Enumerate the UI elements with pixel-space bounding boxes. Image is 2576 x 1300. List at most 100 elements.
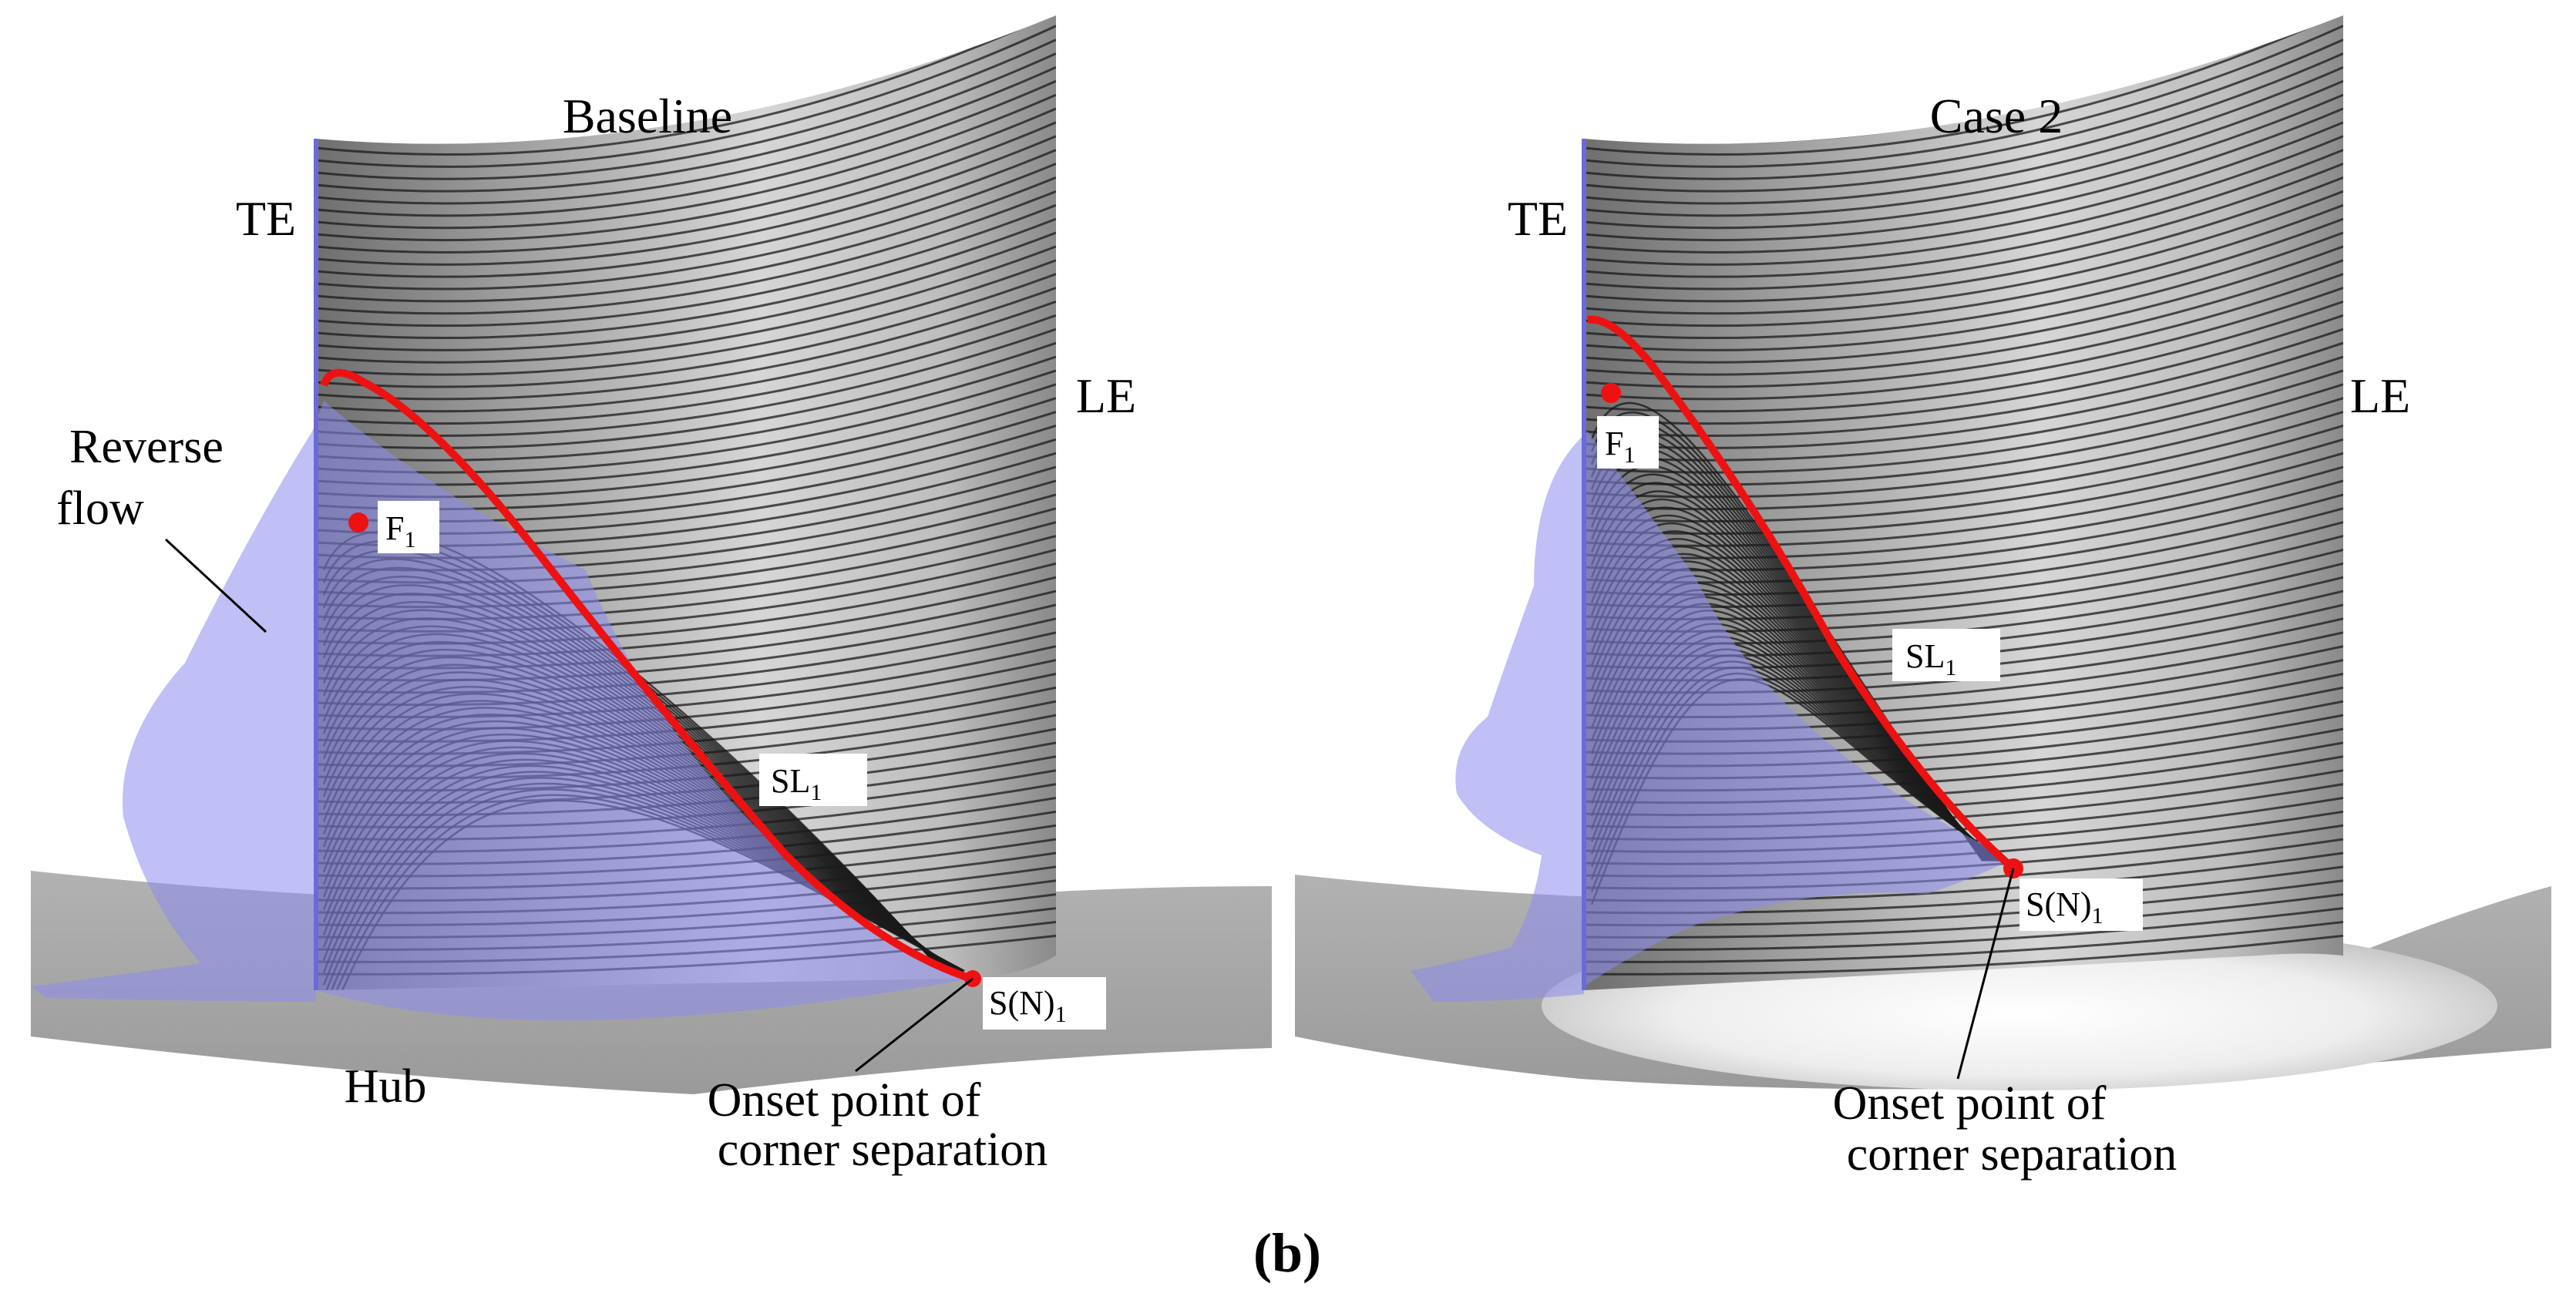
panel-title: Baseline [563,89,732,143]
streamline [316,301,1056,413]
streamline [1584,425,2343,523]
streamline [316,203,1056,328]
svg-text:SL1: SL1 [1905,637,1956,680]
svg-text:SL1: SL1 [771,762,822,805]
separation-line-label-box: SL1 [759,754,867,806]
streamline [316,328,1056,437]
streamline [1584,328,2343,437]
streamline [316,245,1056,364]
streamline [1584,93,2343,230]
streamline [1584,190,2343,315]
streamline [1584,452,2343,547]
streamline [1584,369,2343,474]
streamline [1584,920,2343,963]
streamline [1584,438,2343,535]
streamline [1584,149,2343,278]
streamline [316,190,1056,315]
svg-text:S(N)1: S(N)1 [989,984,1067,1027]
saddle-label-box: S(N)1 [2019,878,2143,931]
streamline [1584,203,2343,328]
focus-label-box: F1 [378,501,439,553]
reverse-flow-leader [164,538,267,633]
streamline [316,273,1056,388]
panel-title: Case 2 [1930,89,2063,143]
streamline [316,52,1056,193]
streamline [1584,934,2343,976]
streamline [1584,287,2343,401]
separation-line [1587,315,2015,870]
streamline [1584,176,2343,303]
streamline [316,149,1056,278]
reverse-flow-label: Reverse [69,421,224,473]
te-label: TE [1508,191,1568,246]
streamline [316,259,1056,376]
figure-caption: (b) [1253,1222,1321,1284]
focus-point [1601,383,1621,403]
streamline [1584,245,2343,364]
focus-label-box: F1 [1597,416,1659,469]
streamline [1584,273,2343,388]
svg-text:S(N)1: S(N)1 [2026,885,2104,929]
streamline [1584,66,2343,205]
streamline [316,66,1056,205]
svg-text:F1: F1 [385,509,415,553]
te-label: TE [236,191,296,246]
streamline [1584,479,2343,572]
streamline [1584,107,2343,242]
streamline [316,287,1056,401]
streamline [316,25,1056,168]
streamline [1584,465,2343,559]
streamline [1584,893,2343,939]
reverse-flow-region [1411,324,2004,1002]
streamline [1584,259,2343,376]
onset-label-line2: corner separation [718,1124,1048,1176]
streamline [316,217,1056,339]
streamline [1584,121,2343,254]
streamline [1584,301,2343,413]
hub-label: Hub [345,1060,427,1113]
streamline [1584,135,2343,266]
separation-line [320,368,973,983]
streamline [316,341,1056,449]
separation-line-label-box: SL1 [1892,629,2000,681]
streamline [316,79,1056,217]
svg-text:F1: F1 [1605,425,1635,468]
streamline [316,15,1056,156]
streamline [316,163,1056,291]
streamline [1584,39,2343,180]
streamline [1584,25,2343,168]
streamline [1584,231,2343,351]
streamline [1584,383,2343,486]
le-label: LE [1076,368,1136,423]
saddle-label-box: S(N)1 [983,977,1106,1030]
streamline [1584,79,2343,217]
streamline [316,39,1056,180]
onset-leader [855,977,974,1073]
streamline [1584,163,2343,291]
panel-case2: Case 2 TE LE F1 SL1 S(N)1 Onset point of… [1295,15,2551,1181]
focus-point [348,512,368,532]
streamline [316,231,1056,351]
streamline [316,93,1056,230]
streamline [316,355,1056,462]
reverse-flow-label-2: flow [56,482,144,535]
panel-baseline: Baseline TE LE Reverse flow F1 SL1 S(N)1… [31,15,1272,1176]
streamline [316,369,1056,474]
streamline [316,121,1056,254]
streamline [1584,341,2343,449]
streamline [316,135,1056,266]
streamline [1584,217,2343,339]
streamline [316,107,1056,242]
onset-leader [1956,868,2015,1080]
streamline [1584,355,2343,462]
streamline [316,176,1056,303]
streamline [1584,52,2343,193]
onset-label-line1: Onset point of [1833,1077,2107,1130]
onset-label-line1: Onset point of [708,1074,981,1127]
streamline [1584,907,2343,951]
reverse-flow-region [31,277,971,1021]
streamline [1584,15,2343,156]
le-label: LE [2350,368,2410,423]
onset-label-line2: corner separation [1847,1128,2177,1181]
